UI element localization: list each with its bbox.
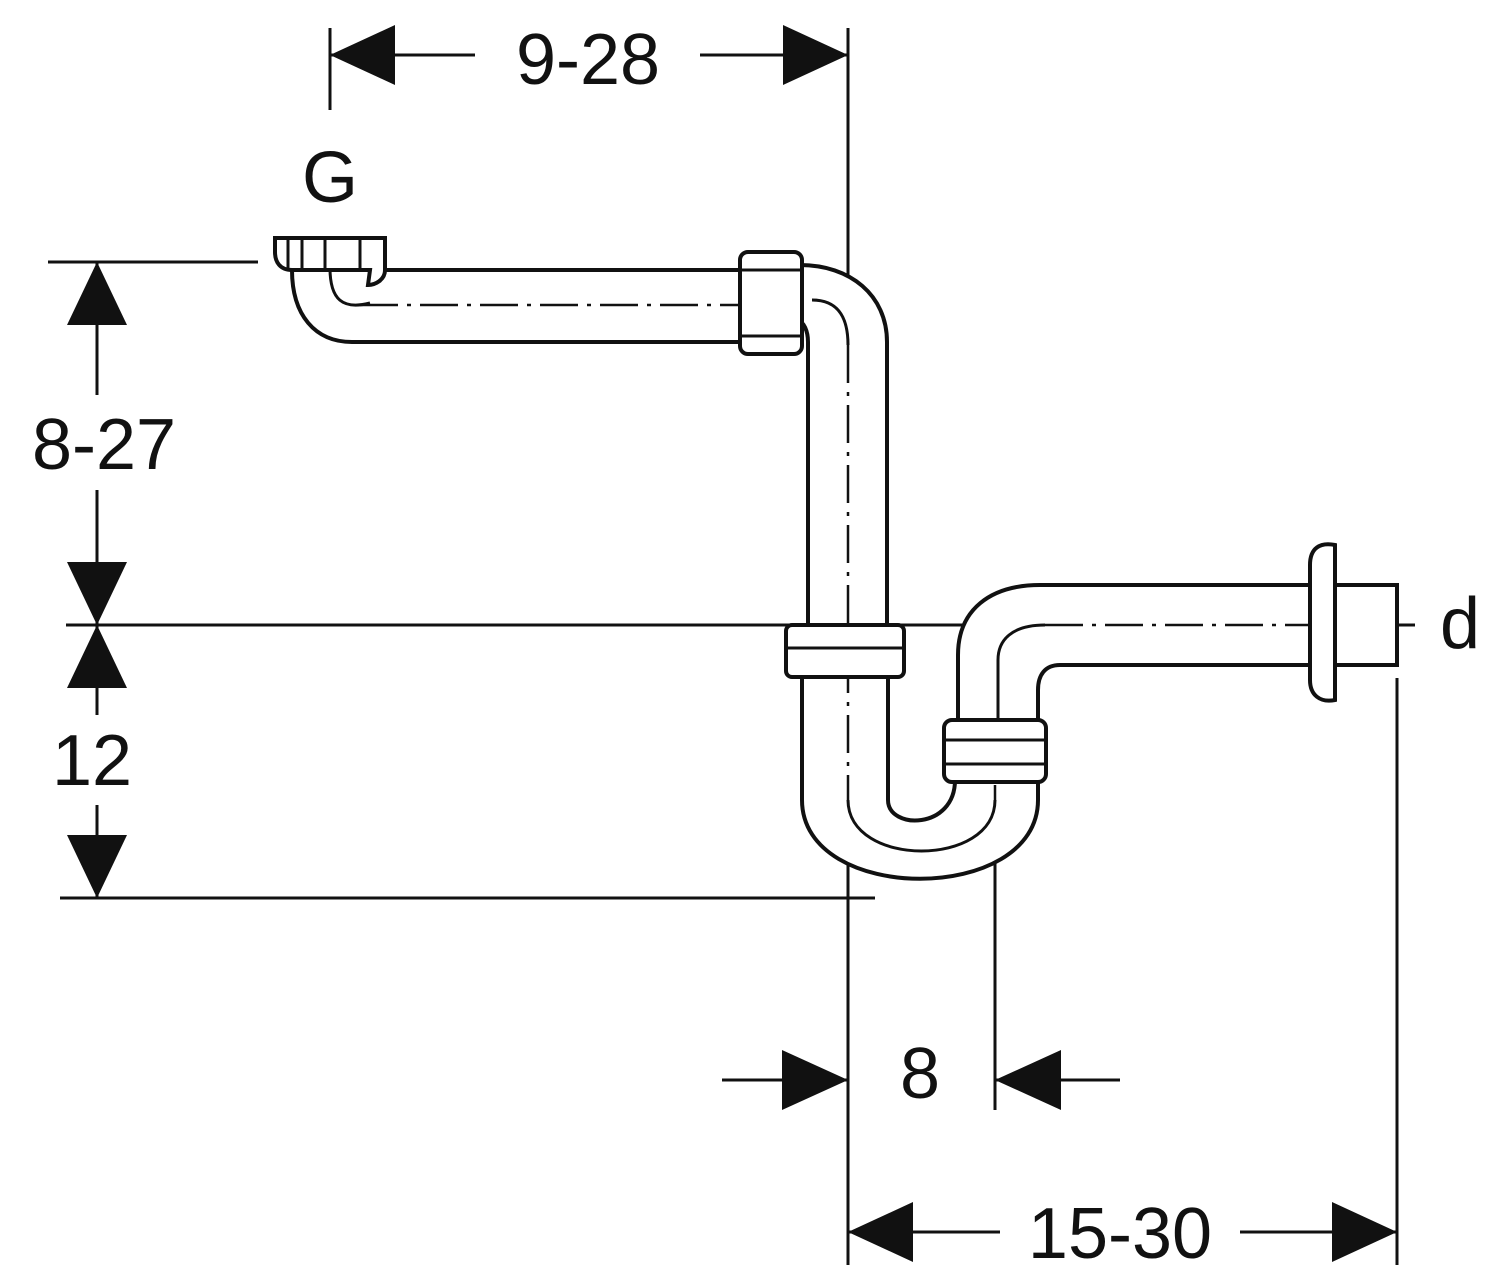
inlet-pipe [289,267,750,344]
offset-label: 8 [900,1034,940,1114]
dimension-lines [67,25,1397,1262]
u-trap [800,655,1040,881]
outlet-rosette [1308,542,1399,703]
bottom-width-label: 15-30 [1028,1194,1212,1274]
outlet-label: d [1440,584,1480,664]
trap-inlet-coupling [784,623,906,679]
inlet-flange [273,236,387,288]
left-height-label: 8-27 [32,405,176,485]
inlet-label: G [302,138,358,218]
upper-coupling [738,250,804,356]
top-width-label: 9-28 [516,20,660,100]
vertical-pipe [798,262,889,632]
lower-height-label: 12 [52,721,132,801]
trap-outlet-coupling [942,718,1048,784]
